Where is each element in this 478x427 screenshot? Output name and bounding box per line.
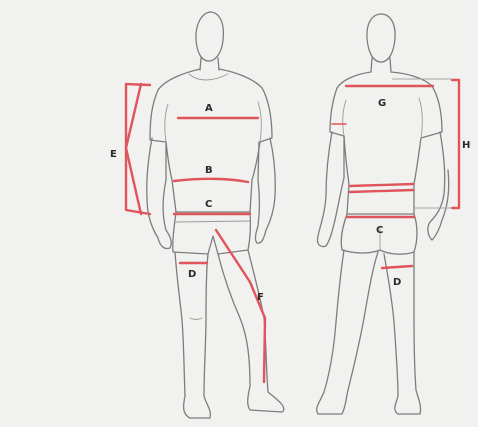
label-e: E [110, 149, 117, 160]
front-right-arm [255, 138, 275, 243]
measure-line-b [174, 179, 248, 182]
measure-line-e-inner [126, 84, 141, 214]
label-h: H [462, 140, 470, 151]
label-c-back: C [376, 225, 383, 236]
front-right-leg [218, 250, 284, 412]
front-neck [200, 58, 219, 70]
label-f: F [257, 292, 264, 303]
label-b: B [205, 165, 213, 176]
back-left-leg [317, 250, 378, 414]
back-labels: G H C D [376, 98, 470, 288]
back-right-leg [384, 252, 421, 414]
front-shorts [173, 212, 251, 254]
front-shirt [150, 69, 272, 212]
back-figure [317, 14, 449, 414]
measure-line-waist-back [350, 184, 413, 192]
back-shirt [330, 72, 442, 214]
label-a: A [205, 103, 213, 114]
front-measurements [126, 84, 265, 382]
measure-line-h [452, 80, 459, 208]
label-d-back: D [393, 277, 401, 288]
label-g: G [378, 98, 386, 109]
back-left-arm [317, 132, 344, 247]
label-d-front: D [188, 269, 196, 280]
front-head [196, 12, 223, 61]
back-neck [371, 58, 391, 72]
back-right-arm [428, 132, 449, 240]
label-c-front: C [205, 199, 212, 210]
back-head [367, 14, 395, 62]
front-labels: A B C D E F [110, 103, 264, 303]
